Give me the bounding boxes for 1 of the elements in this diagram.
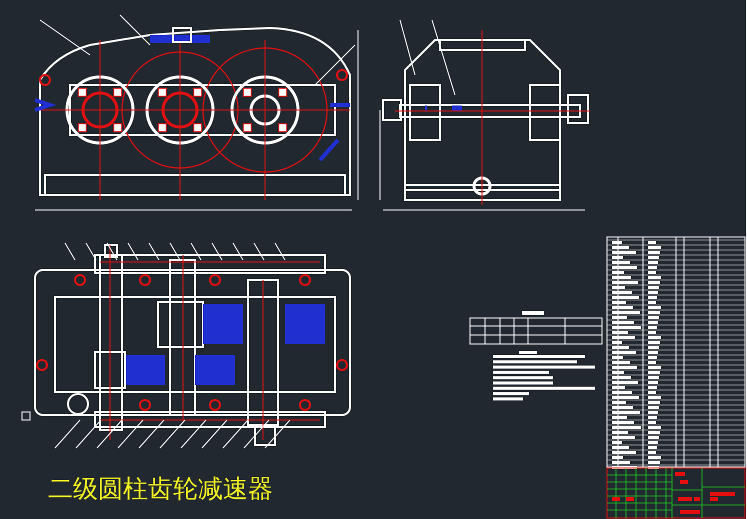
drawing-title: 二级圆柱齿轮减速器 <box>48 473 273 505</box>
